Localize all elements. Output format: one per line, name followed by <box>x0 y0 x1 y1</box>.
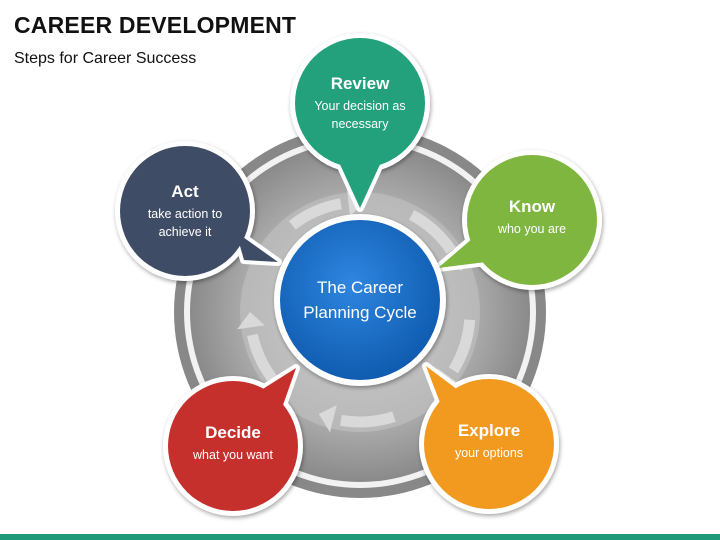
know-tail-fill <box>438 232 486 268</box>
center-label-line2: Planning Cycle <box>303 303 416 322</box>
center-circle-fill <box>280 220 440 380</box>
act-tail-fill <box>236 232 278 262</box>
act-desc-line-2: achieve it <box>159 225 212 239</box>
cycle-arrow-2 <box>408 210 456 254</box>
node-act: Act take action to achieve it <box>115 141 282 281</box>
center-label-line1: The Career <box>317 278 403 297</box>
act-node-fill <box>120 146 250 276</box>
node-explore: Explore your options <box>419 362 559 514</box>
page-subtitle: Steps for Career Success <box>14 50 197 67</box>
bottom-accent-bar <box>0 534 720 540</box>
know-title: Know <box>509 197 556 216</box>
explore-tail-fill <box>426 366 466 408</box>
decide-desc-line-1: what you want <box>192 448 273 462</box>
review-node-fill <box>295 38 425 168</box>
review-desc-line-1: Your decision as <box>314 99 405 113</box>
cycle-arrow-4 <box>339 411 396 428</box>
decide-node-fill <box>168 381 298 511</box>
review-desc-line-2: necessary <box>332 117 390 131</box>
act-desc-line-1: take action to <box>148 207 222 221</box>
act-title: Act <box>171 182 199 201</box>
know-desc-line-1: who you are <box>497 222 566 236</box>
know-node-fill <box>467 155 597 285</box>
center-circle: The Career Planning Cycle <box>274 214 446 386</box>
explore-node-fill <box>424 379 554 509</box>
node-know: Know who you are <box>434 150 602 290</box>
review-tail-fill <box>338 160 382 208</box>
decide-tail-fill <box>258 368 296 408</box>
cycle-arrow-3 <box>448 319 476 374</box>
page-title: CAREER DEVELOPMENT <box>14 12 297 38</box>
review-title: Review <box>331 74 390 93</box>
cycle-arrow-1 <box>288 198 342 230</box>
cycle-arrowhead-5 <box>237 312 265 330</box>
explore-desc-line-1: your options <box>455 446 523 460</box>
node-decide: Decide what you want <box>163 364 303 516</box>
decide-title: Decide <box>205 423 261 442</box>
explore-title: Explore <box>458 421 520 440</box>
cycle-arrowhead-4 <box>318 405 337 433</box>
